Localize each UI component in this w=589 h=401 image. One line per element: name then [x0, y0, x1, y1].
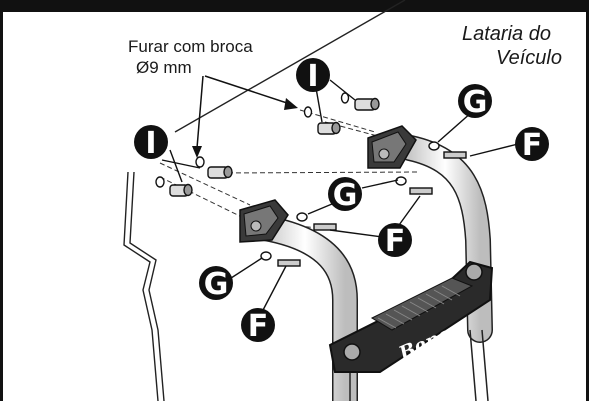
step-tread [377, 285, 461, 329]
callout-g-lower-left: G [199, 266, 233, 302]
alignment-lines [159, 109, 456, 229]
washer-g [296, 212, 308, 222]
hardware [155, 92, 467, 267]
callout-badge [515, 127, 549, 161]
arrow-head [192, 146, 202, 158]
washer [340, 92, 350, 104]
callout-letter: G [463, 85, 488, 120]
vehicle-body-label-line1: Lataria do [462, 23, 551, 45]
callout-badge [328, 177, 362, 211]
bracket-upper [367, 125, 417, 169]
vehicle-body-outline-top [174, 0, 406, 133]
callout-g-middle: G [328, 177, 362, 213]
callout-f-right: F [515, 127, 549, 163]
drill-note-line2: Ø9 mm [136, 58, 192, 77]
callout-badge [458, 84, 492, 118]
callout-i-top: I [296, 58, 330, 94]
grab-handle [252, 135, 493, 401]
callout-f-lower: F [241, 308, 275, 344]
callout-letter: F [522, 128, 543, 163]
callout-badge [241, 308, 275, 342]
nut [370, 97, 380, 111]
bolt-f [443, 151, 467, 159]
callout-badge [134, 125, 168, 159]
drill-note-line1: Furar com broca [128, 37, 253, 56]
washer-g [260, 251, 272, 261]
nut [223, 165, 233, 179]
callout-letter: F [385, 224, 406, 259]
callout-letter: F [248, 309, 269, 344]
callout-badge [378, 223, 412, 257]
bolt-f [277, 259, 301, 267]
callout-letter: I [145, 126, 156, 161]
nut [183, 183, 193, 197]
drill-note-arrows [196, 75, 291, 149]
bracket-lower [239, 199, 289, 243]
washer [155, 176, 165, 188]
bolt-f [409, 187, 433, 195]
callout-letter: I [307, 59, 318, 94]
washer-g [428, 141, 440, 151]
callout-letter: G [204, 267, 229, 302]
vehicle-body-outline-left [123, 171, 159, 401]
callout-g-upper-right: G [458, 84, 492, 120]
callout-badge [199, 266, 233, 300]
callout-f-middle: F [378, 223, 412, 259]
callout-letter: G [333, 178, 358, 213]
top-black-band [0, 0, 589, 12]
vehicle-body-label-line2: Veículo [496, 47, 562, 69]
washer [195, 156, 205, 168]
callout-i-left: I [134, 125, 168, 161]
bolt-f [313, 223, 337, 231]
callout-badge [296, 58, 330, 92]
step-plate: Bepo [328, 260, 494, 373]
washer [303, 106, 313, 118]
arrow-head [284, 98, 298, 110]
vehicle-body-outline-left-inner [129, 171, 165, 401]
nut [331, 121, 341, 135]
washer-g [395, 176, 407, 186]
